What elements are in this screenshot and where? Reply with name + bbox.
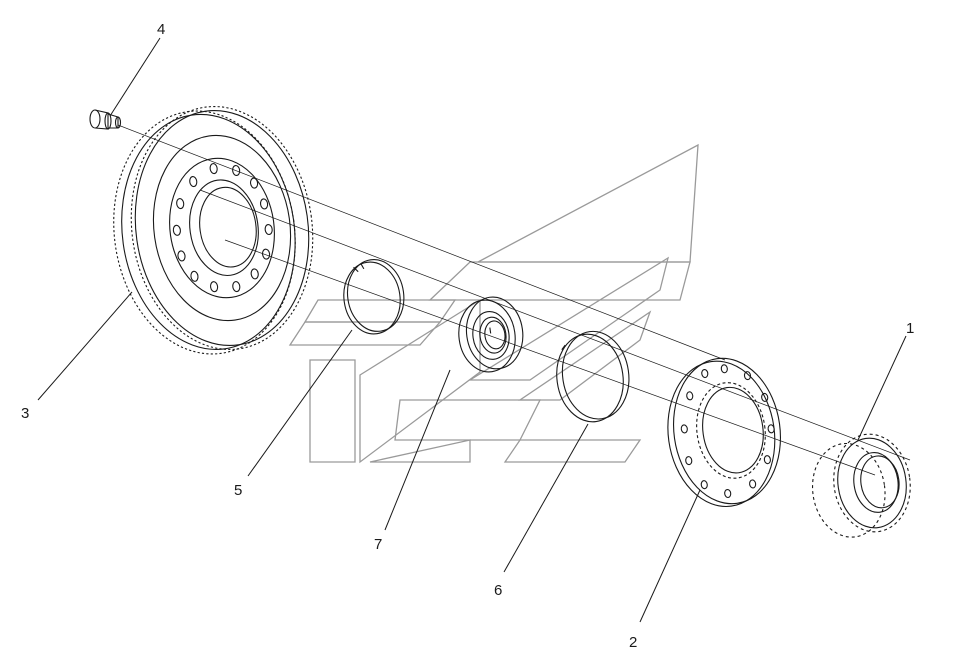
axis-lines	[117, 124, 911, 476]
bolt-part-4	[89, 109, 122, 130]
callout-4: 4	[157, 21, 165, 38]
callout-labels: 4 3 5 7 6 2 1	[21, 21, 914, 651]
callout-2: 2	[629, 634, 637, 651]
hub-flange-part-2	[667, 357, 782, 508]
bearing-part-7	[458, 296, 524, 373]
flange-bolt-holes	[680, 364, 775, 499]
chevron-logo-watermark	[288, 143, 699, 464]
small-gear-part-1	[811, 433, 911, 538]
snap-ring-part-5	[343, 259, 405, 335]
callout-1: 1	[906, 320, 914, 337]
large-gear-part-3	[113, 105, 314, 355]
leader-lines	[37, 37, 907, 623]
gear-bolt-holes	[172, 163, 273, 293]
callout-3: 3	[21, 405, 29, 422]
callout-5: 5	[234, 482, 242, 499]
callout-6: 6	[494, 582, 502, 599]
retaining-ring-part-6	[556, 330, 630, 423]
callout-7: 7	[374, 536, 382, 553]
